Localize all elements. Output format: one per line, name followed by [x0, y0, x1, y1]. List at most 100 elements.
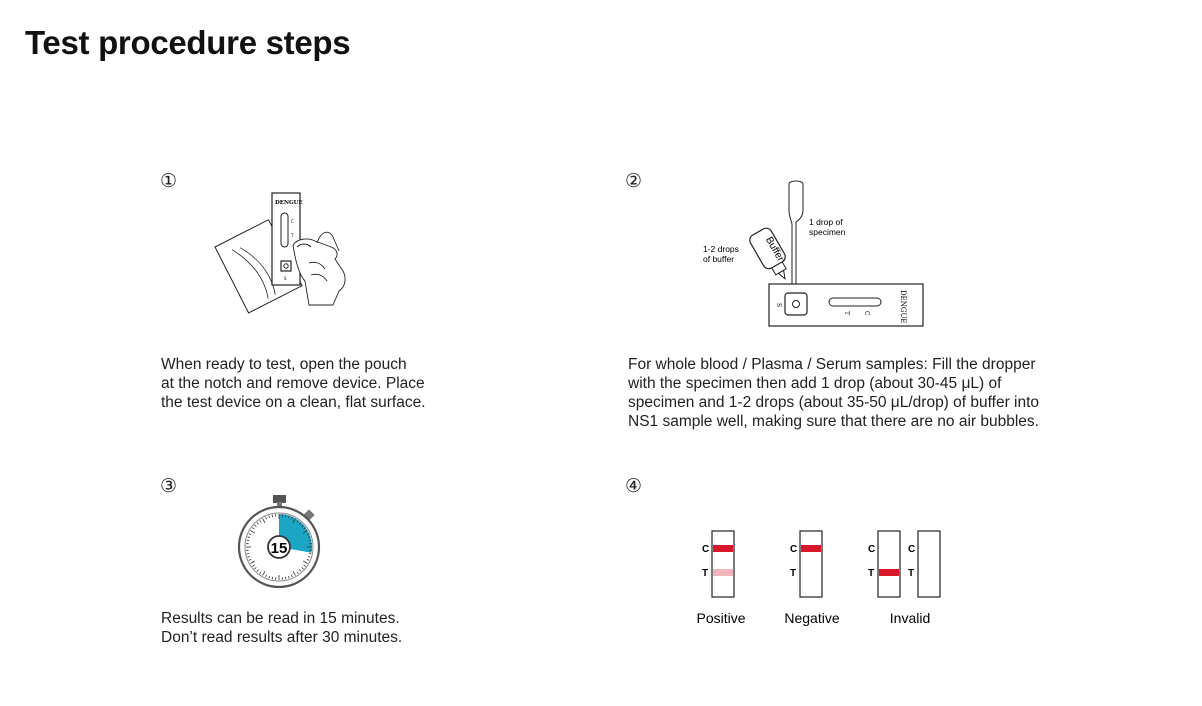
- timer-tick: [246, 552, 250, 555]
- dropper: [788, 180, 804, 299]
- timer-tick: [303, 530, 308, 534]
- timer-ticks: [246, 514, 312, 580]
- results-illustration: C T C T C T C T Positive Negative Invali…: [696, 530, 941, 626]
- text-line: specimen and 1-2 drops (about 35-50 μL/d…: [628, 394, 1040, 411]
- result-positive: Positive: [696, 610, 745, 626]
- timer-tick: [307, 556, 311, 558]
- timer-tick: [288, 575, 290, 579]
- text-line: For whole blood / Plasma / Serum samples…: [628, 356, 1036, 373]
- text-line: at the notch and remove device. Place: [161, 375, 425, 392]
- strip-invalid-2: C T: [908, 530, 941, 598]
- label-buffer-1: 1-2 drops: [703, 244, 739, 254]
- timer-tick: [268, 575, 270, 579]
- timer-tick: [301, 524, 304, 527]
- step-1-illustration: DENGUE C T S: [214, 192, 346, 314]
- timer-tick: [268, 515, 270, 519]
- timer-tick: [248, 533, 252, 535]
- text-line: with the specimen then add 1 drop (about…: [628, 375, 1002, 392]
- timer-tick: [296, 520, 299, 523]
- timer-tick: [299, 522, 302, 525]
- svg-text:T: T: [868, 568, 874, 579]
- step-4-number: ④: [625, 475, 643, 497]
- timer-tick: [308, 552, 312, 555]
- timer-tick: [248, 559, 252, 561]
- timer-tick: [256, 522, 259, 525]
- test-device: DENGUE C T S: [271, 192, 303, 286]
- timer-tick: [259, 520, 262, 523]
- timer-tick: [252, 527, 255, 530]
- timer-tick: [252, 564, 255, 567]
- timer-tick: [306, 559, 310, 561]
- text-line: When ready to test, open the pouch: [161, 356, 407, 373]
- timer-value: 15: [271, 540, 288, 557]
- timer-tick: [308, 539, 312, 542]
- step-1-description: When ready to test, open the pouch at th…: [161, 355, 426, 412]
- timer-tick: [299, 569, 302, 572]
- timer-tick: [256, 569, 259, 572]
- timer-tick: [271, 576, 274, 580]
- svg-text:C: C: [868, 544, 875, 555]
- strip-invalid-1: C T: [868, 530, 901, 598]
- timer-tick: [250, 530, 255, 534]
- timer-tick: [247, 556, 251, 558]
- timer-tick: [303, 564, 306, 567]
- svg-text:T: T: [908, 568, 914, 579]
- svg-text:C: C: [702, 544, 709, 555]
- timer-tick: [306, 533, 310, 535]
- device-brand: DENGUE: [275, 200, 303, 206]
- timer-tick: [262, 518, 266, 523]
- timer-tick: [265, 574, 267, 578]
- timer-tick: [246, 539, 250, 542]
- svg-text:S: S: [775, 303, 782, 307]
- page-title: Test procedure steps: [25, 24, 351, 61]
- timer-tick: [284, 576, 287, 580]
- timer-tick: [303, 527, 306, 530]
- timer-tick: [247, 536, 251, 538]
- svg-text:T: T: [790, 568, 796, 579]
- step-2-number: ②: [625, 170, 643, 192]
- hand: [292, 231, 346, 306]
- svg-text:C: C: [908, 544, 915, 555]
- label-buffer-2: of buffer: [703, 254, 734, 264]
- timer-tick: [292, 571, 296, 576]
- timer-tick: [303, 560, 308, 564]
- strip-positive: C T: [702, 530, 735, 598]
- device-brand: DENGUE: [899, 290, 907, 323]
- result-negative: Negative: [784, 610, 839, 626]
- text-line: the test device on a clean, flat surface…: [161, 394, 426, 411]
- step-2-illustration: 1 drop of specimen 1-2 drops of buffer B…: [703, 180, 924, 327]
- step-3-description: Results can be read in 15 minutes. Don’t…: [161, 609, 402, 647]
- text-line: Results can be read in 15 minutes.: [161, 610, 400, 627]
- timer-tick: [259, 571, 262, 574]
- timer-tick: [254, 524, 257, 527]
- timer-tick: [254, 567, 257, 570]
- strip-negative: C T: [790, 530, 823, 598]
- svg-text:S: S: [284, 276, 287, 281]
- timer-tick: [296, 571, 299, 574]
- timer-tick: [301, 567, 304, 570]
- step-2-description: For whole blood / Plasma / Serum samples…: [628, 355, 1039, 431]
- timer-tick: [307, 536, 311, 538]
- step-1-number: ①: [160, 170, 178, 192]
- timer-tick: [271, 514, 274, 518]
- svg-text:T: T: [843, 311, 850, 315]
- label-specimen-2: specimen: [809, 227, 846, 237]
- buffer-bottle: Buffer: [749, 227, 787, 281]
- test-device-horizontal: S T C DENGUE: [768, 283, 924, 327]
- timer-tick: [288, 515, 290, 519]
- timer-tick: [284, 514, 287, 518]
- result-invalid: Invalid: [890, 610, 930, 626]
- timer-tick: [292, 518, 296, 523]
- svg-text:C: C: [790, 544, 797, 555]
- svg-text:T: T: [702, 568, 708, 579]
- timer-tick: [291, 516, 293, 520]
- timer-tick: [250, 560, 255, 564]
- label-specimen-1: 1 drop of: [809, 217, 843, 227]
- timer-tick: [265, 516, 267, 520]
- svg-text:T: T: [290, 233, 294, 238]
- step-3-number: ③: [160, 475, 178, 497]
- timer-tick: [262, 571, 266, 576]
- svg-text:C: C: [291, 219, 294, 224]
- timer-illustration: 15: [237, 495, 321, 589]
- timer-tick: [291, 574, 293, 578]
